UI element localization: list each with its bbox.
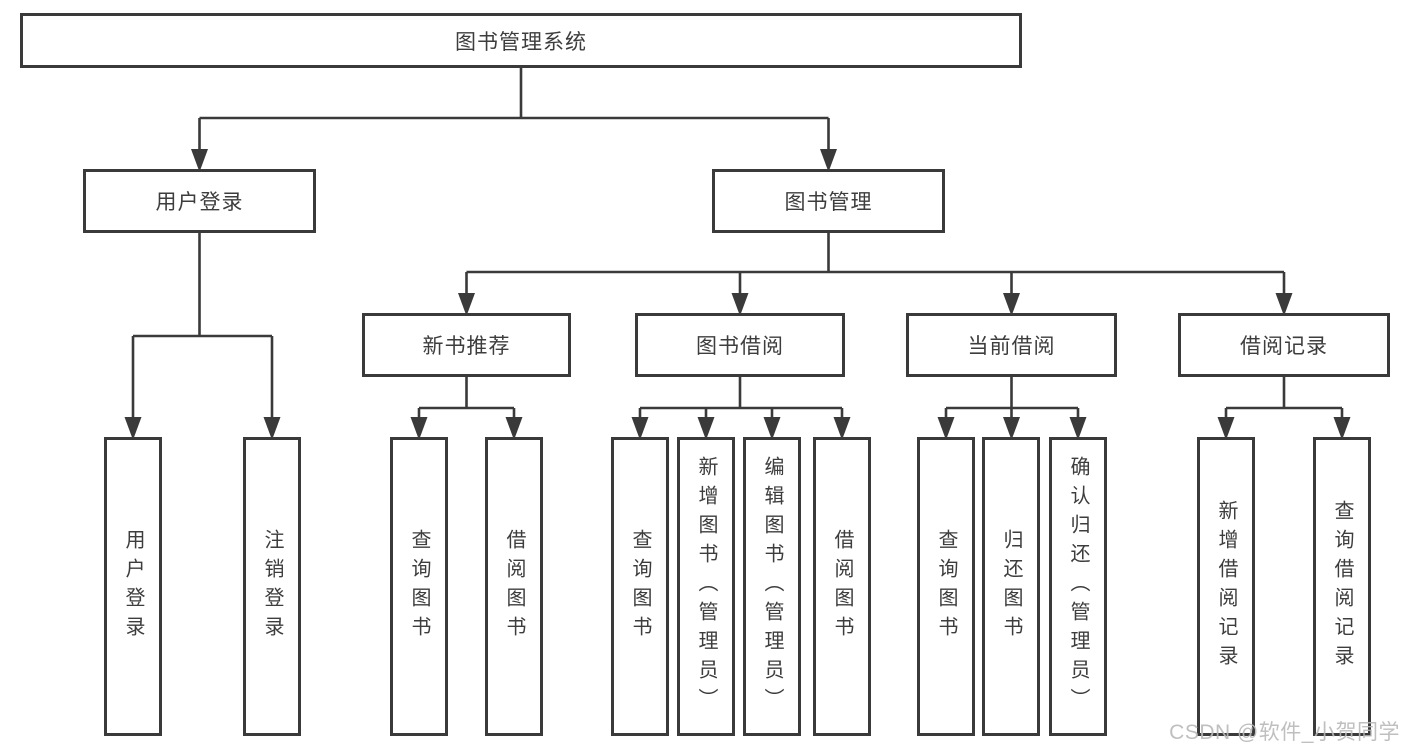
node-current-borrowing: 当前借阅 <box>906 313 1117 377</box>
node-user-login-branch: 用户登录 <box>83 169 316 233</box>
node-leaf-edit-book-admin: 编辑图书（管理员） <box>743 437 801 736</box>
node-leaf-query-book-current: 查询图书 <box>917 437 975 736</box>
node-leaf-edit-book-admin-label: 编辑图书（管理员） <box>761 456 783 717</box>
node-current-borrowing-label: 当前借阅 <box>967 335 1056 358</box>
node-leaf-return-book-label: 归还图书 <box>1000 528 1022 645</box>
node-borrowing-records-label: 借阅记录 <box>1240 335 1328 358</box>
node-leaf-logout: 注销登录 <box>243 437 301 736</box>
node-leaf-user-login: 用户登录 <box>104 437 162 736</box>
node-leaf-borrow-book-borrowing: 借阅图书 <box>813 437 871 736</box>
node-leaf-add-borrow-record-label: 新增借阅记录 <box>1215 499 1237 674</box>
node-leaf-borrow-book-recommend-label: 借阅图书 <box>503 528 525 645</box>
node-borrowing-records: 借阅记录 <box>1178 313 1390 377</box>
node-leaf-borrow-book-recommend: 借阅图书 <box>485 437 543 736</box>
node-leaf-query-book-current-label: 查询图书 <box>935 528 957 645</box>
node-leaf-query-borrow-record: 查询借阅记录 <box>1313 437 1371 736</box>
node-leaf-add-book-admin-label: 新增图书（管理员） <box>695 456 717 717</box>
node-leaf-query-book-recommend-label: 查询图书 <box>408 528 430 645</box>
node-new-book-recommend-label: 新书推荐 <box>422 335 511 358</box>
node-user-login-branch-label: 用户登录 <box>155 191 244 214</box>
node-new-book-recommend: 新书推荐 <box>362 313 571 377</box>
node-leaf-return-book: 归还图书 <box>982 437 1040 736</box>
node-leaf-query-borrow-record-label: 查询借阅记录 <box>1331 499 1353 674</box>
node-root: 图书管理系统 <box>20 13 1022 68</box>
node-root-label: 图书管理系统 <box>455 30 587 54</box>
node-leaf-add-borrow-record: 新增借阅记录 <box>1197 437 1255 736</box>
node-leaf-confirm-return-admin: 确认归还（管理员） <box>1049 437 1107 736</box>
node-leaf-query-book-borrowing: 查询图书 <box>611 437 669 736</box>
node-leaf-query-book-borrowing-label: 查询图书 <box>629 528 651 645</box>
node-leaf-add-book-admin: 新增图书（管理员） <box>677 437 735 736</box>
node-leaf-user-login-label: 用户登录 <box>122 528 144 645</box>
node-book-management-branch-label: 图书管理 <box>784 191 873 214</box>
node-leaf-query-book-recommend: 查询图书 <box>390 437 448 736</box>
node-leaf-logout-label: 注销登录 <box>261 528 283 645</box>
node-leaf-confirm-return-admin-label: 确认归还（管理员） <box>1067 456 1089 717</box>
node-leaf-borrow-book-borrowing-label: 借阅图书 <box>831 528 853 645</box>
node-book-borrowing-label: 图书借阅 <box>696 335 784 358</box>
node-book-management-branch: 图书管理 <box>712 169 945 233</box>
node-book-borrowing: 图书借阅 <box>635 313 845 377</box>
